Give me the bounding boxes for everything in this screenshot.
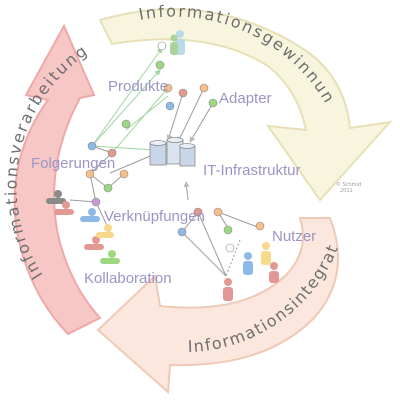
label-adapter: Adapter — [219, 90, 272, 107]
person-icon-users — [223, 242, 279, 301]
arrow-informationsintegration — [96, 217, 340, 395]
network-nodes — [85, 41, 265, 253]
person-icon-top — [170, 30, 185, 55]
person-icon-collaboration — [46, 190, 120, 264]
label-kollaboration: Kollaboration — [84, 270, 172, 287]
credit-line-2: 2011 — [340, 188, 353, 194]
arrow-informationsgewinnung — [98, 8, 393, 202]
credit-line-1: © Schmid — [336, 181, 361, 188]
arrow-informationsverarbeitung — [13, 23, 102, 336]
label-folgerungen: Folgerungen — [31, 155, 115, 172]
server-icon — [149, 137, 196, 167]
label-nutzer: Nutzer — [272, 228, 316, 245]
label-it-infrastruktur: IT-Infrastruktur — [203, 162, 301, 179]
label-verknuepfungen: Verknüpfungen — [104, 208, 205, 225]
label-produkte: Produkte — [108, 78, 168, 95]
